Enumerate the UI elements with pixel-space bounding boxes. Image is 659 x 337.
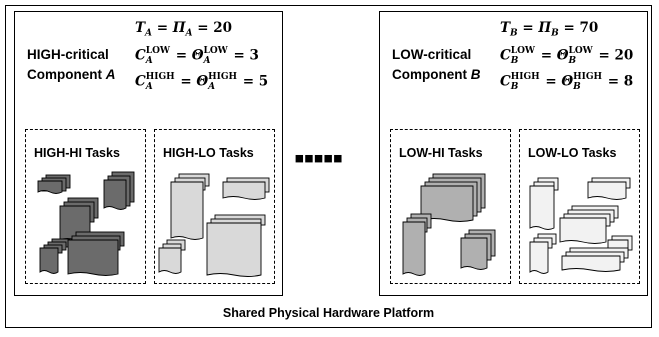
interface-budget-subscript: A <box>208 82 216 92</box>
interface-budget-symbol: Θ <box>196 73 209 90</box>
interface-budget-subscript: B <box>568 56 577 66</box>
budget-superscript: HIGH <box>145 72 175 82</box>
component-b-name-line2: Component <box>392 67 467 82</box>
component-b-name: LOW-critical Component B <box>392 45 481 85</box>
high-lo-tasks-label: HIGH-LO Tasks <box>163 146 254 160</box>
task-stack-icon <box>420 173 486 222</box>
task-stack-icon <box>529 233 557 274</box>
high-lo-task-group: HIGH-LO Tasks <box>154 129 275 284</box>
interface-period-symbol: Π <box>172 20 186 36</box>
task-stack-icon <box>170 173 210 240</box>
budget-subscript: A <box>145 82 153 92</box>
task-stack-icon <box>222 177 270 200</box>
component-a-name: HIGH-critical Component A <box>27 45 116 85</box>
high-budget-value: 8 <box>623 73 634 90</box>
high-budget-value: 5 <box>258 73 269 90</box>
interface-budget-superscript: HIGH <box>573 72 603 82</box>
low-lo-tasks-label: LOW-LO Tasks <box>528 146 617 160</box>
task-stack-icon <box>587 177 631 200</box>
interface-budget-superscript: HIGH <box>208 72 238 82</box>
low-hi-tasks-label: LOW-HI Tasks <box>399 146 483 160</box>
component-a-symbol: A <box>105 67 116 82</box>
budget-symbol: C <box>135 73 146 90</box>
task-stack-icon <box>460 229 496 270</box>
budget-superscript: HIGH <box>510 72 540 82</box>
interface-budget-subscript: A <box>203 56 211 66</box>
high-hi-tasks-label: HIGH-HI Tasks <box>34 146 120 160</box>
task-stack-icon <box>158 239 186 274</box>
interface-budget-superscript: LOW <box>203 46 228 56</box>
budget-symbol: C <box>500 47 511 64</box>
interface-budget-symbol: Θ <box>556 47 569 64</box>
low-budget-value: 3 <box>249 47 259 64</box>
component-a-name-line1: HIGH-critical <box>27 47 109 62</box>
budget-symbol: C <box>500 73 511 90</box>
task-stack-icon <box>39 238 71 274</box>
component-b-name-line1: LOW-critical <box>392 47 472 62</box>
task-stack-icon <box>559 205 619 244</box>
budget-superscript: LOW <box>145 46 171 56</box>
high-lo-task-icons <box>158 173 270 277</box>
task-stack-icon <box>206 214 266 277</box>
component-a-period-row: TA = ΠA = 20 <box>135 20 233 39</box>
period-value: 20 <box>213 20 233 36</box>
interface-period-subscript: B <box>551 28 559 39</box>
low-lo-task-icons <box>529 177 633 274</box>
low-hi-task-icons <box>402 173 496 276</box>
component-a: HIGH-critical Component A TA = ΠA = 20 C… <box>14 11 283 296</box>
task-stack-icon <box>529 177 559 230</box>
interface-period-symbol: Π <box>538 20 552 36</box>
interface-budget-superscript: LOW <box>568 46 593 56</box>
interface-budget-symbol: Θ <box>191 47 204 64</box>
shared-hardware-platform: HIGH-critical Component A TA = ΠA = 20 C… <box>5 5 652 328</box>
budget-superscript: LOW <box>510 46 536 56</box>
platform-label: Shared Physical Hardware Platform <box>222 306 435 320</box>
high-hi-task-group: HIGH-HI Tasks <box>25 129 146 284</box>
low-lo-task-group: LOW-LO Tasks <box>519 129 640 284</box>
low-hi-task-group: LOW-HI Tasks <box>390 129 511 284</box>
interface-budget-subscript: B <box>573 82 581 92</box>
period-subscript: B <box>510 28 518 39</box>
low-budget-value: 20 <box>614 47 634 64</box>
high-hi-task-icons <box>37 171 135 276</box>
task-stack-icon <box>103 171 135 210</box>
period-symbol: T <box>500 20 511 36</box>
component-b-period-row: TB = ΠB = 70 <box>500 20 599 39</box>
interface-budget-symbol: Θ <box>561 73 574 90</box>
task-stack-icon <box>561 247 629 272</box>
period-subscript: A <box>145 28 153 39</box>
period-symbol: T <box>135 20 146 36</box>
component-b-symbol: B <box>470 67 481 82</box>
more-components-ellipsis: ▪▪▪▪▪ <box>294 142 343 175</box>
interface-period-subscript: A <box>185 28 193 39</box>
task-stack-icon <box>402 213 432 276</box>
period-value: 70 <box>579 20 599 36</box>
budget-symbol: C <box>135 47 146 64</box>
component-a-name-line2: Component <box>27 67 102 82</box>
budget-subscript: A <box>145 56 153 66</box>
task-stack-icon <box>67 231 125 276</box>
budget-subscript: B <box>510 56 519 66</box>
budget-subscript: B <box>510 82 519 92</box>
task-stack-icon <box>37 174 71 194</box>
